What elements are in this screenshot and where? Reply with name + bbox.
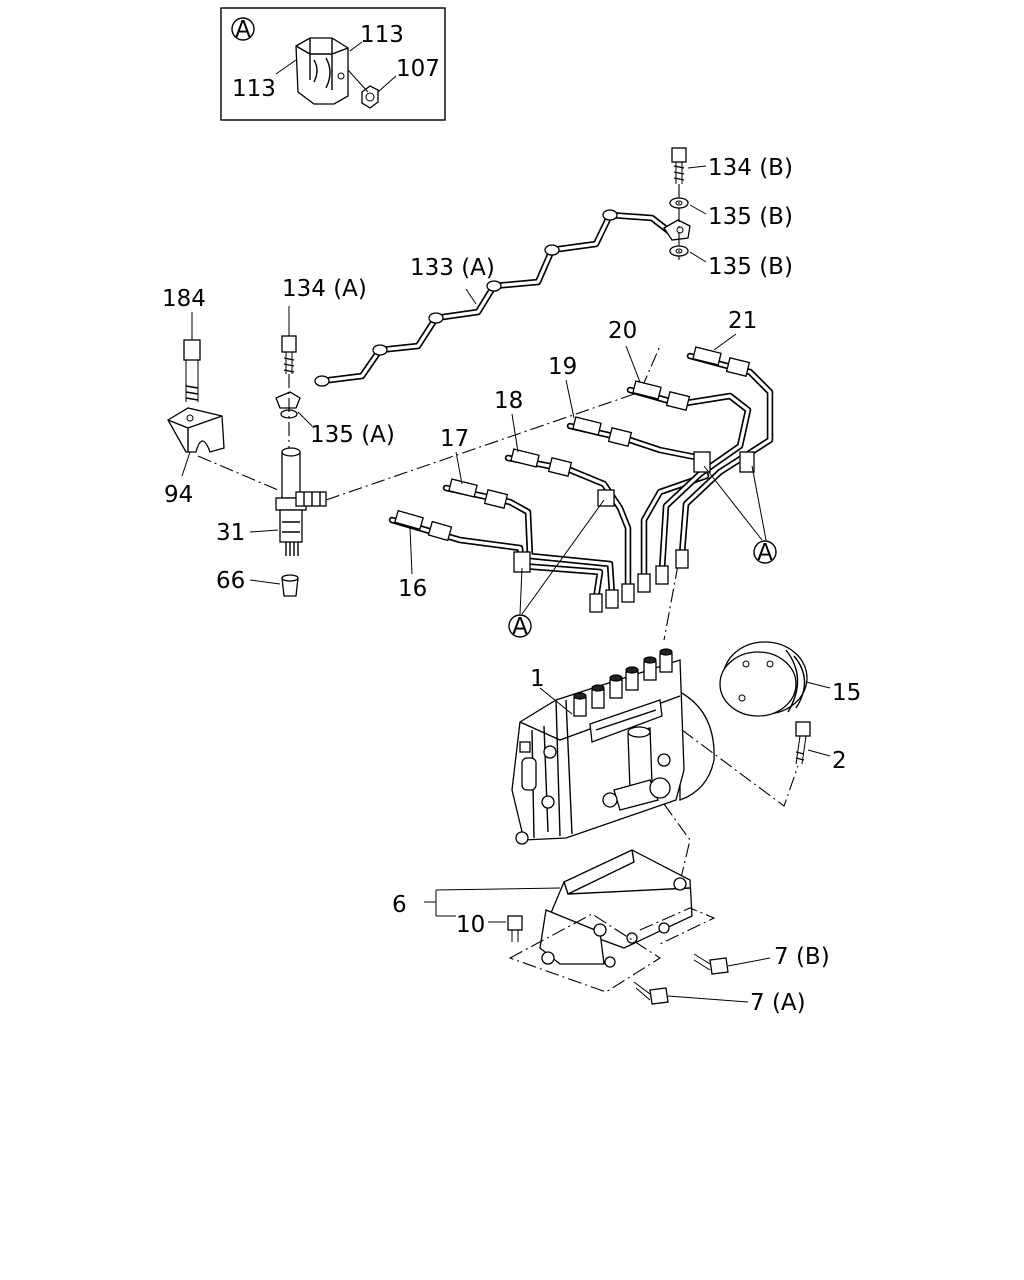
callout-135b-2: 135 (B) [708,254,793,280]
callout-94: 94 [164,482,193,508]
ref-a-right: A [703,465,777,566]
callout-135a: 135 (A) [310,422,395,448]
callout-135b-1: 135 (B) [708,204,793,230]
callout-16: 16 [398,576,427,602]
callout-133a: 133 (A) [410,255,495,281]
banjo-bolt-134a-group: 134 (A) 135 (A) [275,276,395,460]
callout-66: 66 [216,568,245,594]
bolt-10: 10 [456,912,523,942]
callout-113-left: 113 [232,76,276,102]
pipe-eyes [314,209,618,387]
callout-7a: 7 (A) [750,990,806,1016]
banjo-bolt-134b-group: 134 (B) 135 (B) 135 (B) [663,147,793,280]
callout-10: 10 [456,912,485,938]
injection-pump-1: 1 [511,648,715,845]
callout-184: 184 [162,286,206,312]
svg-text:A: A [512,614,528,640]
bracket-6: 6 [392,849,716,993]
coupling-15: 15 [719,641,861,717]
callout-6: 6 [392,892,407,918]
detail-a-marker: A [235,17,251,43]
pipe-nuts [394,346,751,542]
injector-31: 31 [216,447,327,556]
callout-7b: 7 (B) [774,944,830,970]
leak-off-pipe-133a: 133 (A) [314,209,674,387]
callout-2: 2 [832,748,847,774]
callout-134b: 134 (B) [708,155,793,181]
callout-19: 19 [548,354,577,380]
callout-113-top: 113 [360,22,404,48]
injection-pipes [388,346,774,613]
ref-a-left: A [508,499,605,640]
callout-20: 20 [608,318,637,344]
callout-134a: 134 (A) [282,276,367,302]
bolt-7a: 7 (A) [633,981,806,1016]
detail-a-inset: A 113 113 107 [220,7,446,121]
svg-text:A: A [757,540,773,566]
callout-107: 107 [396,56,440,82]
callout-1: 1 [530,666,545,692]
callout-15: 15 [832,680,861,706]
delivery-valves [573,648,673,717]
callout-21: 21 [728,308,757,334]
callout-18: 18 [494,388,523,414]
callout-31: 31 [216,520,245,546]
bolt-2: 2 [795,721,847,774]
nut-107 [361,85,379,109]
bolt-184: 184 [162,286,206,402]
pump-end-fittings [589,549,689,613]
bolt-7b: 7 (B) [693,944,830,975]
callout-17: 17 [440,426,469,452]
clamp-94: 94 [164,407,225,508]
seal-66: 66 [216,568,299,597]
pipe-clamp-113 [295,37,349,105]
